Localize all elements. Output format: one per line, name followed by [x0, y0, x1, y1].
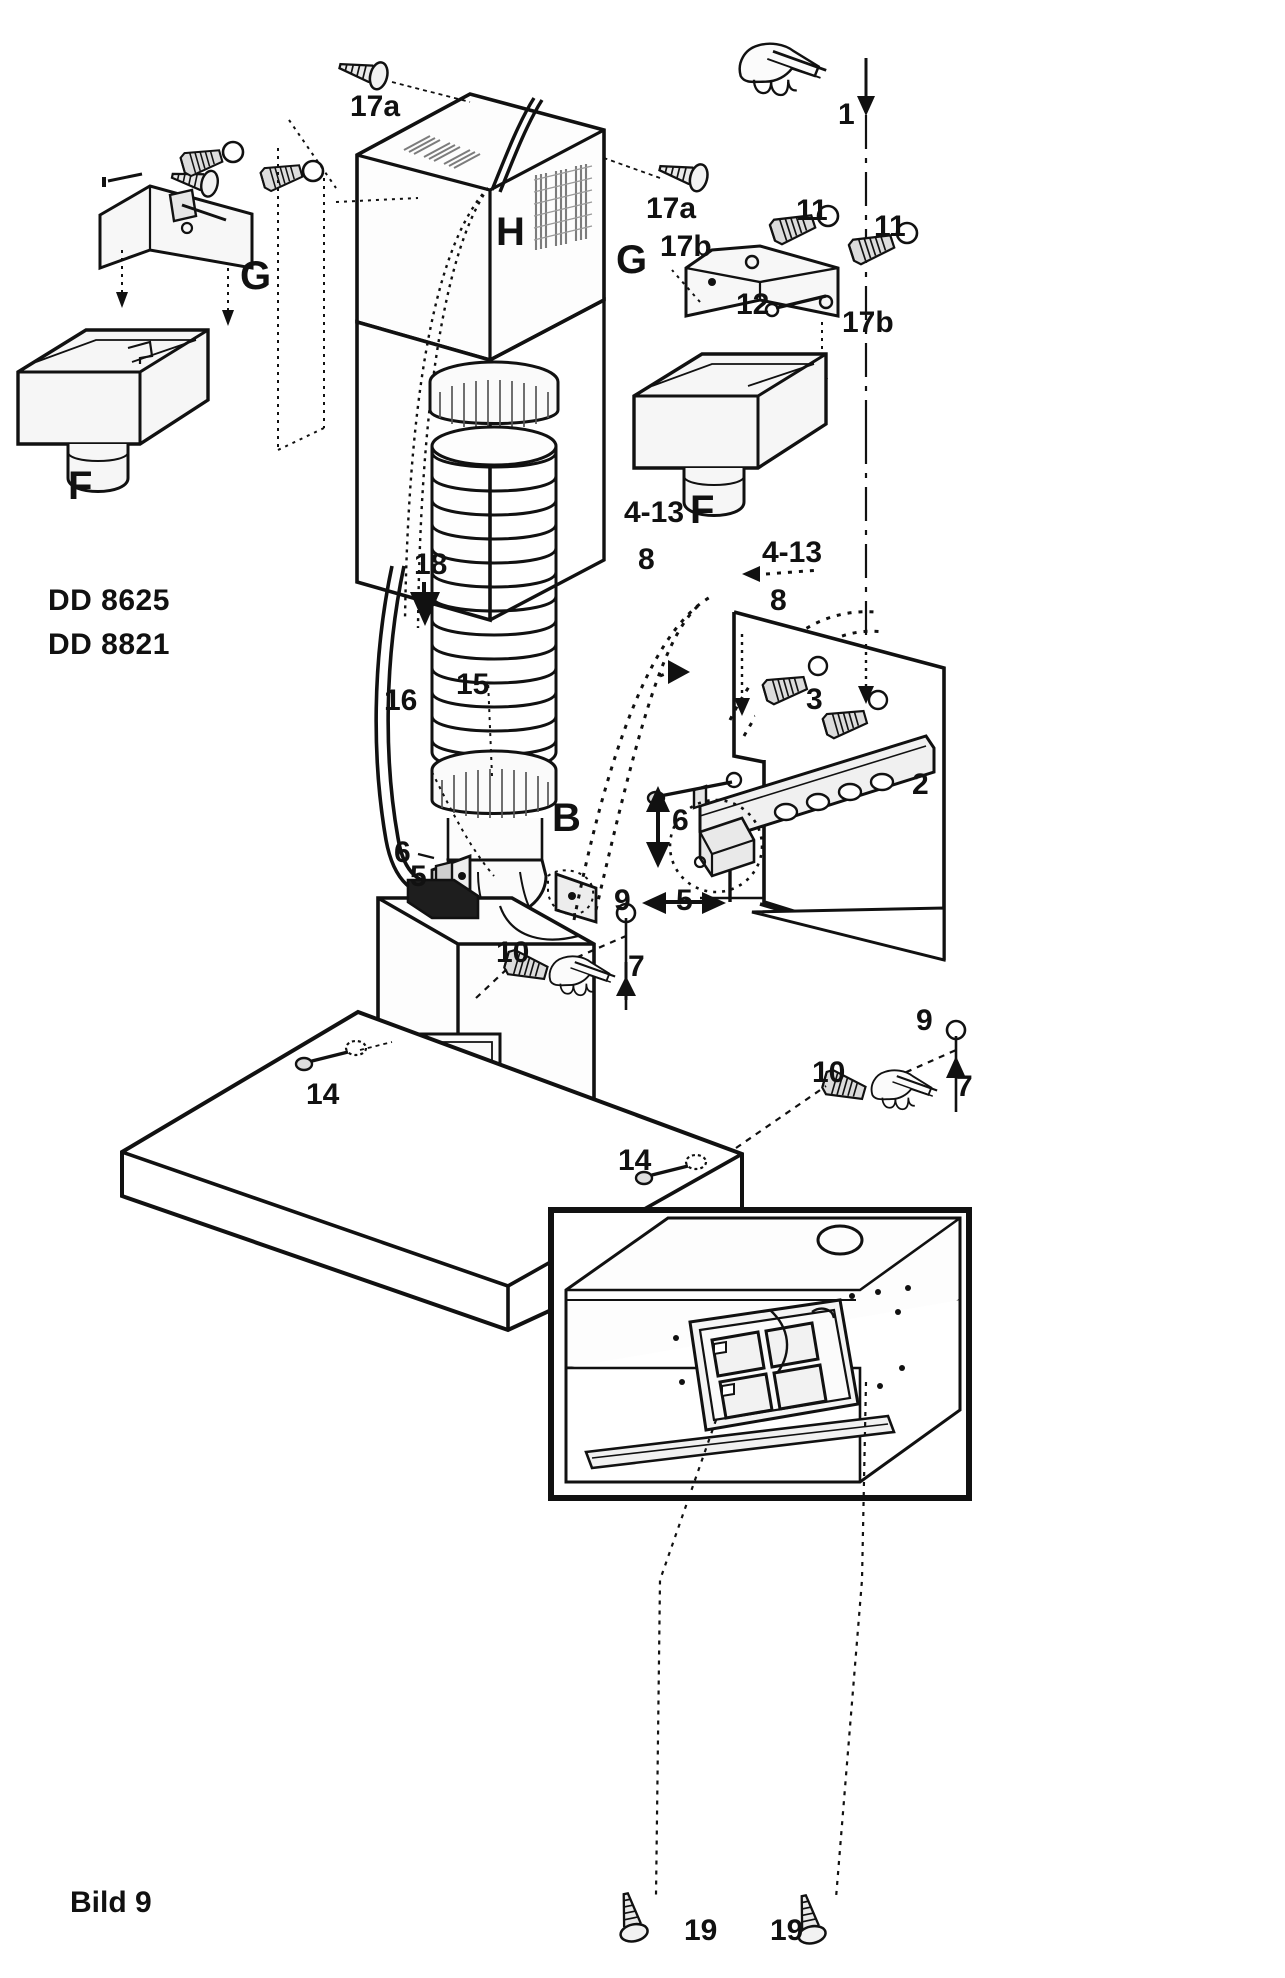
callout-11-right: 11	[874, 210, 906, 243]
arrow-down-icon-18	[410, 582, 440, 626]
callout-19-left: 19	[684, 1914, 718, 1947]
letter-b: B	[552, 796, 581, 840]
callout-7-lower: 7	[956, 1070, 973, 1103]
callout-4-13-left: 4-13	[624, 496, 685, 529]
arrow-down-icon-1	[857, 58, 875, 116]
adjust-detail-bubble	[642, 786, 764, 914]
wall-plug-icon-11b	[846, 221, 919, 268]
assembly-arc-left	[572, 594, 713, 921]
callout-10-upper: 10	[496, 936, 530, 969]
callout-19-right: 19	[770, 1914, 804, 1947]
letter-g-right: G	[616, 238, 648, 282]
callout-3: 3	[806, 683, 823, 716]
duct-leader-dotted	[487, 679, 493, 777]
callout-1: 1	[838, 98, 855, 131]
recirculation-box-left	[16, 328, 210, 493]
callout-17a-left: 17a	[350, 90, 401, 123]
fixing-set-lower	[735, 1019, 967, 1149]
callout-6-left: 6	[394, 836, 411, 869]
letter-f-left: F	[68, 464, 93, 508]
callout-18: 18	[414, 548, 448, 581]
callout-16: 16	[384, 684, 418, 717]
model-label-2: DD 8821	[48, 628, 170, 661]
callout-10-lower: 10	[812, 1056, 846, 1089]
callout-12: 12	[736, 288, 770, 321]
callout-6-right: 6	[672, 804, 689, 837]
callout-17b-right: 17b	[842, 306, 894, 339]
callout-9-upper: 9	[614, 884, 631, 917]
chimney-guide-dotted	[277, 119, 419, 451]
callout-11-left: 11	[796, 194, 828, 227]
letter-h: H	[496, 210, 525, 254]
recirculation-bracket-right	[671, 244, 840, 394]
recirculation-box-right	[632, 352, 828, 517]
callout-14-right: 14	[618, 1144, 652, 1177]
callout-5-right: 5	[676, 884, 693, 917]
callout-2: 2	[912, 768, 929, 801]
wall-plug-icon-11a	[767, 204, 840, 248]
callout-4-13-right: 4-13	[762, 536, 823, 569]
inset-detail-panel	[548, 1207, 972, 1501]
callout-15: 15	[456, 668, 490, 701]
model-label-1: DD 8625	[48, 584, 170, 617]
callout-17b-left: 17b	[660, 230, 712, 263]
callout-7-upper: 7	[628, 950, 645, 983]
hand-with-screwdriver-icon-1	[738, 42, 828, 97]
screw-icon-17a-left	[335, 51, 471, 103]
callout-8-left: 8	[638, 543, 655, 576]
screw-icon-14-left	[294, 1039, 393, 1072]
fixing-set-upper	[475, 902, 637, 1010]
callout-9-lower: 9	[916, 1004, 933, 1037]
callout-5-left: 5	[410, 860, 427, 893]
recirculation-bracket-left	[98, 140, 325, 326]
callout-8-right: 8	[770, 584, 787, 617]
figure-caption: Bild 9	[70, 1886, 152, 1919]
cable-route-dotted	[403, 187, 489, 629]
letter-f-right: F	[690, 488, 715, 532]
screw-icon-14-right	[634, 1153, 708, 1186]
callout-17a-right: 17a	[646, 192, 697, 225]
flexible-duct-icon	[428, 360, 560, 873]
callout-14-left: 14	[306, 1078, 340, 1111]
screw-icon-17a-right	[603, 153, 712, 195]
screw-icon-19-left	[611, 1419, 718, 1946]
letter-g-left: G	[240, 254, 272, 298]
screw-icon-19-right	[789, 1381, 868, 1948]
